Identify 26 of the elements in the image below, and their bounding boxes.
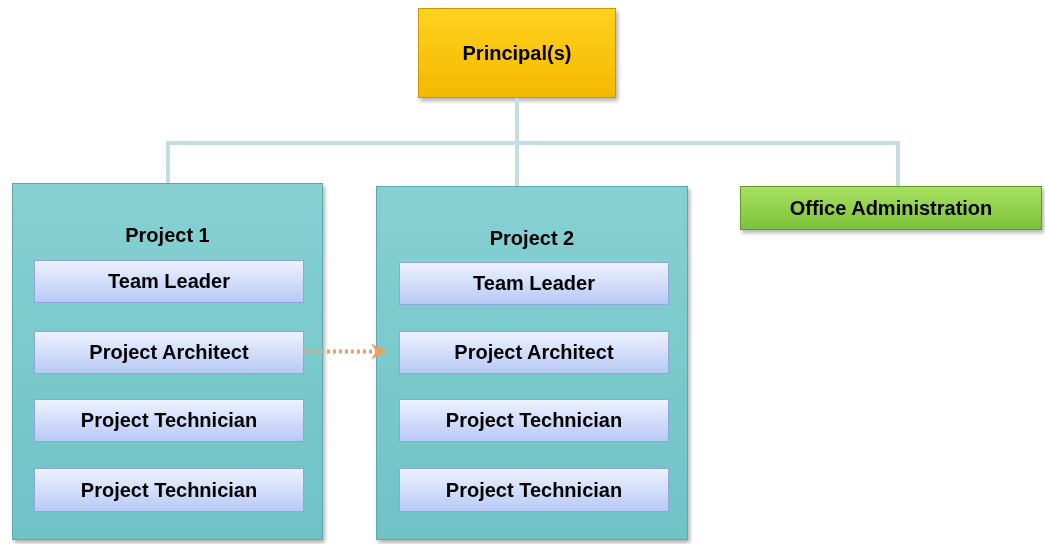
role-box: [399, 468, 669, 512]
role-box: [399, 399, 669, 442]
role-label: Project Technician: [445, 478, 623, 502]
role-label: Team Leader: [473, 272, 595, 295]
role-box: [740, 186, 1042, 230]
role-label: Project Architect: [454, 341, 614, 364]
role-label: Project Architect: [89, 341, 249, 364]
dotted-arrow: [303, 343, 388, 360]
role-label: Project Technician: [80, 478, 258, 502]
role-label: Project Technician: [80, 409, 258, 432]
connector-line: [515, 98, 900, 186]
role-box: [34, 468, 304, 512]
role-box: [399, 331, 669, 374]
role-label: Project Technician: [445, 409, 623, 432]
group-box: [376, 186, 688, 540]
role-label: Office Administration: [789, 196, 993, 220]
group-heading: Project 2: [489, 227, 575, 250]
role-label: Principal(s): [462, 41, 572, 65]
role-box: [418, 8, 616, 98]
role-label: Team Leader: [108, 270, 230, 293]
role-box: [399, 262, 669, 305]
role-box: [34, 260, 304, 303]
role-box: [34, 399, 304, 442]
role-box: [34, 331, 304, 374]
group-heading: Project 1: [125, 224, 210, 247]
group-box: [12, 183, 323, 540]
